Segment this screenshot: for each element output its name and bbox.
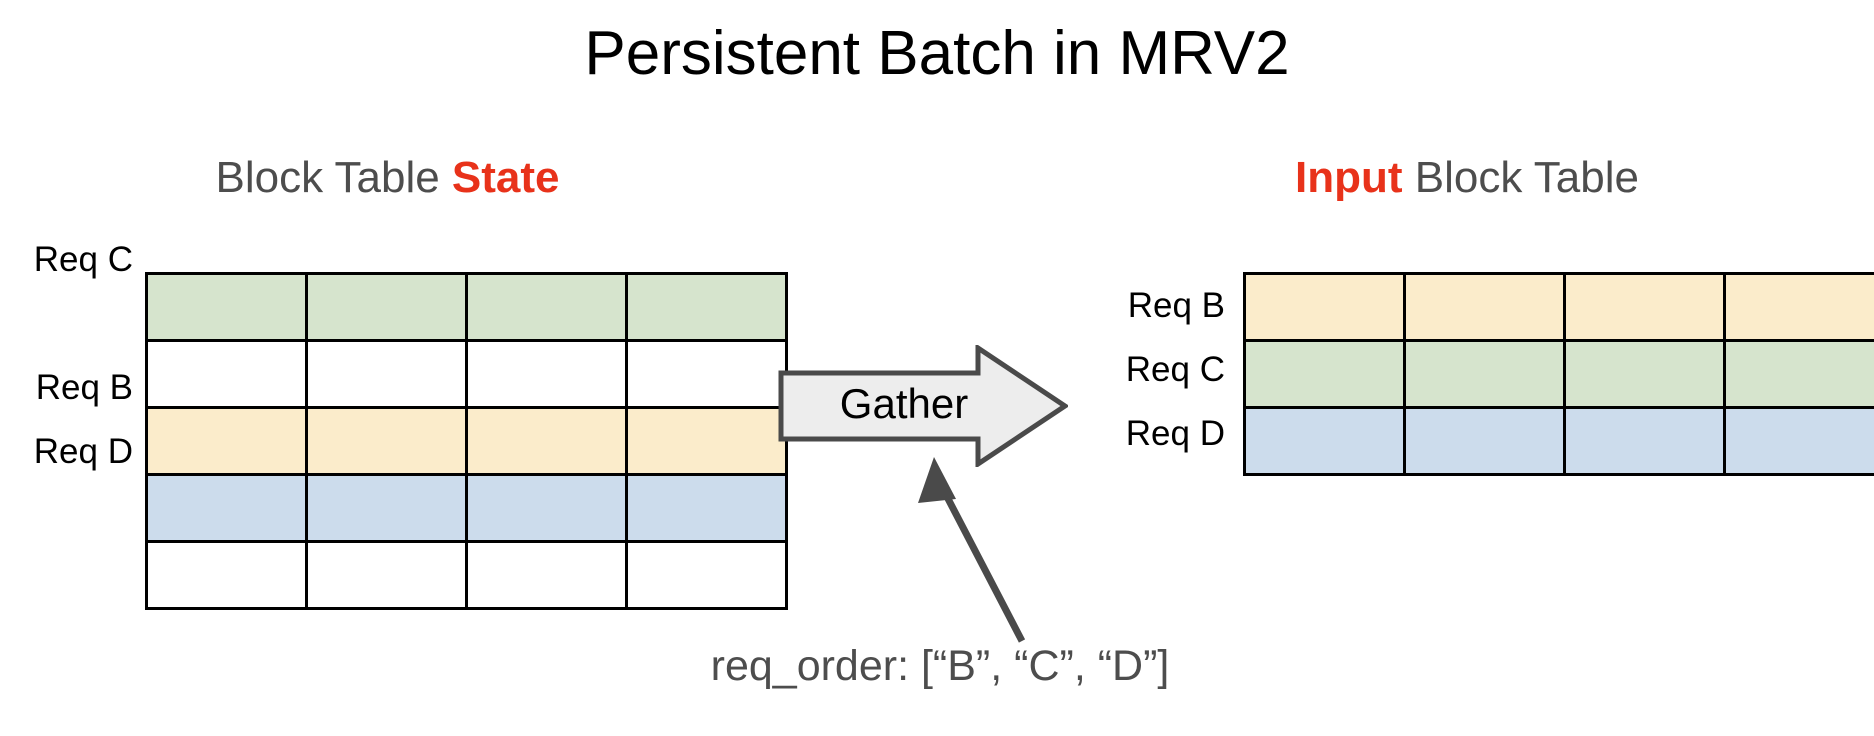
- table-cell: [465, 406, 628, 476]
- table-cell: [1243, 272, 1406, 342]
- table-row: [145, 473, 788, 543]
- right-heading-suffix: Block Table: [1402, 153, 1639, 202]
- table-cell: [1403, 272, 1566, 342]
- table-cell: [1403, 406, 1566, 476]
- block-table-state: [145, 272, 788, 610]
- table-row: [145, 406, 788, 476]
- table-cell: [1563, 272, 1726, 342]
- table-cell: [1563, 406, 1726, 476]
- right-panel-heading: Input Block Table: [1060, 150, 1874, 206]
- table-cell: [1723, 272, 1874, 342]
- table-cell: [145, 272, 308, 342]
- gather-label: Gather: [839, 380, 969, 427]
- table-cell: [1243, 339, 1406, 409]
- table-cell: [1243, 406, 1406, 476]
- left-row-label-0: Req C: [33, 240, 133, 279]
- table-row: [1243, 339, 1874, 409]
- left-heading-accent: State: [451, 153, 560, 202]
- table-cell: [625, 540, 788, 610]
- table-row: [145, 540, 788, 610]
- table-cell: [465, 473, 628, 543]
- table-cell: [1563, 339, 1726, 409]
- table-row: [1243, 406, 1874, 476]
- gather-arrow-icon: [778, 345, 1068, 467]
- left-row-label-3: Req D: [33, 432, 133, 471]
- right-row-label-2: Req D: [1125, 414, 1225, 453]
- table-cell: [1723, 339, 1874, 409]
- table-cell: [625, 406, 788, 476]
- table-cell: [145, 540, 308, 610]
- table-row: [145, 272, 788, 342]
- table-cell: [625, 272, 788, 342]
- block-table-state-body: [145, 272, 788, 610]
- table-cell: [465, 339, 628, 409]
- table-cell: [305, 473, 468, 543]
- req-order-caption: req_order: [“B”, “C”, “D”]: [710, 642, 1170, 690]
- table-row: [145, 339, 788, 409]
- right-row-label-1: Req C: [1125, 350, 1225, 389]
- left-heading-prefix: Block Table: [215, 153, 452, 202]
- table-cell: [305, 272, 468, 342]
- table-cell: [305, 406, 468, 476]
- table-cell: [1723, 406, 1874, 476]
- table-cell: [145, 339, 308, 409]
- page-title: Persistent Batch in MRV2: [584, 19, 1290, 88]
- block-table-input-body: [1243, 272, 1874, 476]
- block-table-input: [1243, 272, 1874, 476]
- req-order-pointer-icon: [918, 457, 1026, 643]
- table-cell: [145, 406, 308, 476]
- table-cell: [305, 540, 468, 610]
- table-cell: [465, 272, 628, 342]
- table-cell: [305, 339, 468, 409]
- table-cell: [625, 339, 788, 409]
- left-row-label-2: Req B: [35, 368, 133, 407]
- right-heading-accent: Input: [1295, 153, 1403, 202]
- table-cell: [145, 473, 308, 543]
- table-cell: [1403, 339, 1566, 409]
- table-cell: [465, 540, 628, 610]
- left-panel-heading: Block Table State: [0, 150, 775, 206]
- table-row: [1243, 272, 1874, 342]
- right-row-label-0: Req B: [1127, 286, 1225, 325]
- table-cell: [625, 473, 788, 543]
